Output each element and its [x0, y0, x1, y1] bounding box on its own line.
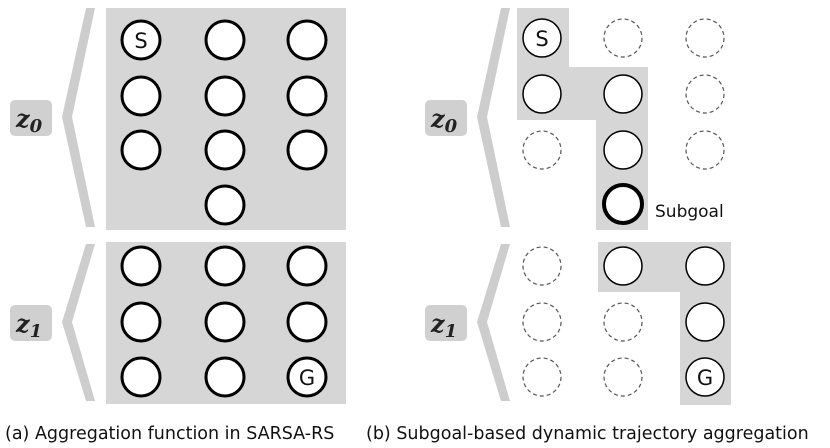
start-state	[120, 19, 162, 61]
state-node	[286, 301, 328, 343]
panel-b-z1-bracket	[477, 244, 510, 401]
inactive-state-node	[603, 302, 643, 342]
panel-a-z0-group: z0 S	[10, 8, 346, 230]
inactive-state-node	[522, 246, 562, 286]
goal-state-label: G	[697, 366, 713, 390]
state-node	[685, 302, 725, 342]
start-state	[522, 18, 562, 58]
state-node	[204, 184, 246, 226]
state-node	[204, 356, 246, 398]
panel-b-z0-group: z0 S Subgoal	[425, 8, 725, 230]
panel-a-z0-label-box	[10, 100, 52, 136]
state-node	[204, 75, 246, 117]
inactive-state-node	[522, 130, 562, 170]
state-node	[603, 130, 643, 170]
panel-b-z1-label-box	[425, 305, 467, 341]
state-node	[120, 129, 162, 171]
state-node	[204, 129, 246, 171]
inactive-state-node	[603, 357, 643, 397]
panel-a-caption: (a) Aggregation function in SARSA-RS	[5, 424, 334, 444]
state-node	[204, 301, 246, 343]
panel-a-z1-label: z1	[15, 309, 42, 342]
inactive-state-node	[685, 74, 725, 114]
inactive-state-node	[603, 18, 643, 58]
goal-state	[685, 357, 725, 397]
panel-a-z0-label-sub: 0	[30, 116, 43, 137]
state-node	[603, 246, 643, 286]
panel-a-z1-label-box	[10, 305, 52, 341]
subgoal-state	[602, 183, 644, 225]
state-node	[685, 246, 725, 286]
panel-a-z0-label: z0	[15, 104, 43, 137]
panel-a-z1-label-sub: 1	[30, 321, 43, 342]
goal-state-label: G	[299, 366, 315, 390]
panel-b-z0-trajectory-region	[517, 8, 648, 230]
panel-b-z0-label-sub: 0	[445, 116, 458, 137]
inactive-state-node	[522, 357, 562, 397]
panel-b-z0-label: z0	[430, 104, 458, 137]
panel-b-z0-label-base: z	[430, 104, 446, 133]
panel-a-z0-bracket	[62, 8, 95, 227]
inactive-state-node	[522, 302, 562, 342]
panel-b-z0-label-box	[425, 100, 467, 136]
panel-a: z0 S z1	[5, 8, 346, 444]
start-state-label: S	[134, 29, 147, 53]
state-node	[522, 74, 562, 114]
state-node	[286, 129, 328, 171]
panel-a-z1-bracket	[62, 244, 95, 401]
state-node	[120, 245, 162, 287]
state-node	[204, 19, 246, 61]
state-node	[120, 356, 162, 398]
subgoal-label: Subgoal	[655, 202, 724, 222]
state-node	[286, 245, 328, 287]
state-node	[286, 75, 328, 117]
panel-b-z1-label-base: z	[430, 309, 446, 338]
state-node	[120, 75, 162, 117]
panel-b-z1-label-sub: 1	[445, 321, 458, 342]
panel-b: z0 S Subgoal z1	[366, 8, 809, 444]
panel-a-z1-label-base: z	[15, 309, 31, 338]
state-node	[603, 74, 643, 114]
inactive-state-node	[685, 18, 725, 58]
panel-a-z0-label-base: z	[15, 104, 31, 133]
state-node	[120, 301, 162, 343]
panel-a-z1-group: z1 G	[10, 242, 346, 404]
state-node	[204, 245, 246, 287]
panel-b-z1-label: z1	[430, 309, 457, 342]
panel-b-z0-bracket	[477, 8, 510, 227]
state-node	[286, 19, 328, 61]
goal-state	[286, 356, 328, 398]
inactive-state-node	[685, 130, 725, 170]
panel-b-z1-group: z1 G	[425, 242, 731, 405]
panel-b-caption: (b) Subgoal-based dynamic trajectory agg…	[366, 424, 809, 444]
start-state-label: S	[535, 27, 548, 51]
